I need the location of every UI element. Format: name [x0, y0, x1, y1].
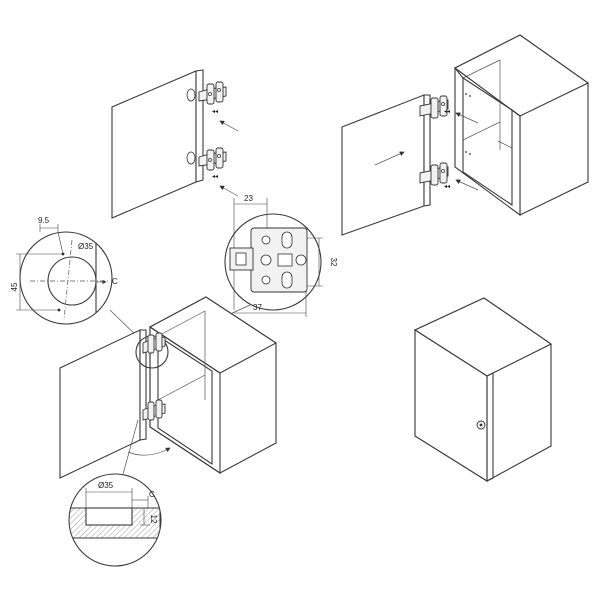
hinge-icon — [142, 332, 166, 354]
svg-text:◂◂: ◂◂ — [444, 109, 450, 115]
dim-edge-distance: C — [112, 277, 118, 286]
dim-plate-height: 32 — [329, 258, 338, 267]
dim-section-diameter: Ø35 — [98, 481, 114, 490]
hinge-icon — [198, 81, 227, 105]
dim-cup-depth: 12 — [149, 515, 158, 524]
door-panel-step1 — [111, 69, 204, 219]
dim-cup-offset: 9.5 — [38, 216, 50, 225]
svg-text:◂◂: ◂◂ — [212, 109, 218, 115]
cup-section-detail — [68, 473, 162, 567]
dim-plate-length: 37 — [253, 303, 262, 312]
svg-text:◂◂: ◂◂ — [444, 184, 450, 190]
door-panel-step2 — [341, 94, 431, 236]
cabinet-with-open-door — [59, 296, 278, 479]
dim-plate-width: 23 — [244, 194, 253, 203]
dim-cup-diameter: Ø35 — [78, 242, 94, 251]
hinge-icon — [198, 147, 227, 171]
mounting-plate-detail — [161, 198, 323, 346]
cabinet-closed — [413, 297, 553, 482]
hinge-icon — [142, 399, 166, 421]
dim-section-edge: C — [149, 490, 155, 499]
hinge-icon — [419, 95, 449, 119]
cabinet-open-step2 — [453, 34, 590, 217]
screw-arrows-step1: ◂◂ ◂◂ — [212, 109, 239, 197]
assembly-arrows-step2: ◂◂ ◂◂ — [374, 109, 479, 191]
knob-icon — [476, 420, 486, 430]
dim-cup-height: 45 — [10, 282, 19, 291]
hinge-icon — [419, 162, 449, 186]
svg-text:◂◂: ◂◂ — [212, 174, 218, 180]
cup-drilling-detail — [16, 224, 147, 346]
